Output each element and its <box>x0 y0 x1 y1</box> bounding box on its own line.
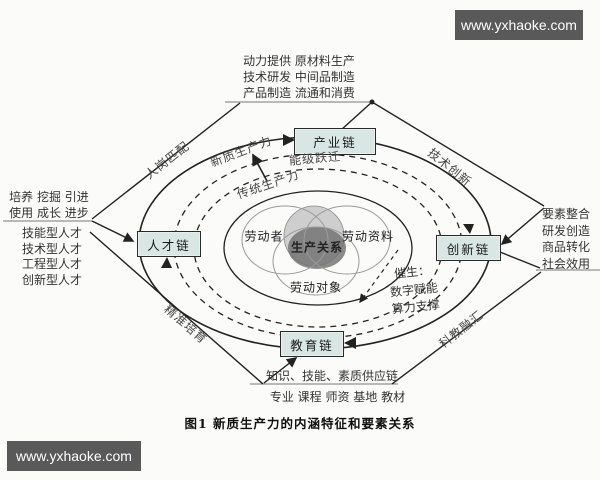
edge-job-matching <box>91 102 241 220</box>
watermark-bottom-left: www.yxhaoke.com <box>7 441 141 471</box>
venn-circle-laborer <box>241 205 329 275</box>
talent-type-3: 工程型人才 <box>21 257 82 271</box>
box-talent-chain: 人才链 <box>137 231 201 257</box>
edge-science-education <box>391 271 542 385</box>
right-block-line2: 研发创造 <box>541 223 590 238</box>
vertex-dot <box>369 99 375 105</box>
right-block-line3: 商品转化 <box>541 240 590 254</box>
education-chain-label: 教育链 <box>290 337 334 353</box>
connector-arrow-to-education <box>263 357 298 384</box>
edge-precise-cultivation <box>89 231 264 385</box>
cycle-arrow-into-industry <box>283 134 295 146</box>
text-block-left-top: 培养 挖掘 引进 使用 成长 进步 <box>4 189 94 221</box>
edge-tech-innovation <box>371 101 545 207</box>
venn-circle-materials <box>303 205 391 275</box>
text-block-right: 要素整合 研发创造 商品转化 社会效用 <box>535 206 597 272</box>
top-block-line2: 技术研发 中间品制造 <box>243 70 355 84</box>
box-industry-chain: 产业链 <box>294 128 376 155</box>
left-top-line1: 培养 挖掘 引进 <box>9 190 89 204</box>
talent-type-4: 创新型人才 <box>21 272 82 287</box>
venn-object-label: 劳动对象 <box>289 280 343 295</box>
talent-chain-label: 人才链 <box>147 237 191 253</box>
connector-innovation-to-underline <box>499 251 541 269</box>
inner-ellipse <box>223 190 413 306</box>
text-block-top: 动力提供 原材料生产 技术研发 中间品制造 产品制造 流通和消费 <box>224 53 374 101</box>
talent-type-1: 技能型人才 <box>21 226 82 240</box>
spawn-dashed-arrow <box>359 249 399 304</box>
venn-materials-label: 劳动资料 <box>341 229 395 244</box>
venn-center-intersection <box>288 227 346 269</box>
box-innovation-chain: 创新链 <box>436 235 501 261</box>
spawn-note: 催生： 数字赋能 算力支撑 <box>380 261 447 320</box>
connector-top-to-industry <box>340 101 373 131</box>
text-block-left-bottom: 技能型人才 技术型人才 工程型人才 创新型人才 <box>12 226 92 288</box>
box-education-chain: 教育链 <box>280 331 344 357</box>
bottom-block-line2: 专业 课程 师资 基地 教材 <box>269 390 406 404</box>
top-block-line3: 产品制造 流通和消费 <box>243 86 355 100</box>
connector-arrow-to-talent <box>91 220 135 242</box>
left-top-line2: 使用 成长 进步 <box>9 206 89 220</box>
watermark-top-right: www.yxhaoke.com <box>455 10 583 40</box>
cycle-arrow-into-education <box>344 337 356 349</box>
cycle-arrow-into-innovation <box>463 224 474 234</box>
right-block-line4: 社会效用 <box>541 256 590 271</box>
industry-chain-label: 产业链 <box>313 135 357 150</box>
venn-relations-label: 生产关系 <box>290 240 344 255</box>
venn-laborer-label: 劳动者 <box>244 229 284 244</box>
talent-type-2: 技术型人才 <box>21 241 82 256</box>
venn-circle-object <box>272 226 360 296</box>
top-block-line1: 动力提供 原材料生产 <box>243 54 355 68</box>
bottom-block-line1: 知识、技能、素质供应链 <box>265 369 398 383</box>
figure-caption: 图1 新质生产力的内涵特征和要素关系 <box>184 416 416 431</box>
innovation-chain-label: 创新链 <box>446 241 491 257</box>
connector-arrow-to-innovation <box>500 207 545 246</box>
transition-arrow <box>252 153 268 182</box>
right-block-line1: 要素整合 <box>541 207 590 221</box>
cycle-arrow-into-talent <box>161 257 172 268</box>
